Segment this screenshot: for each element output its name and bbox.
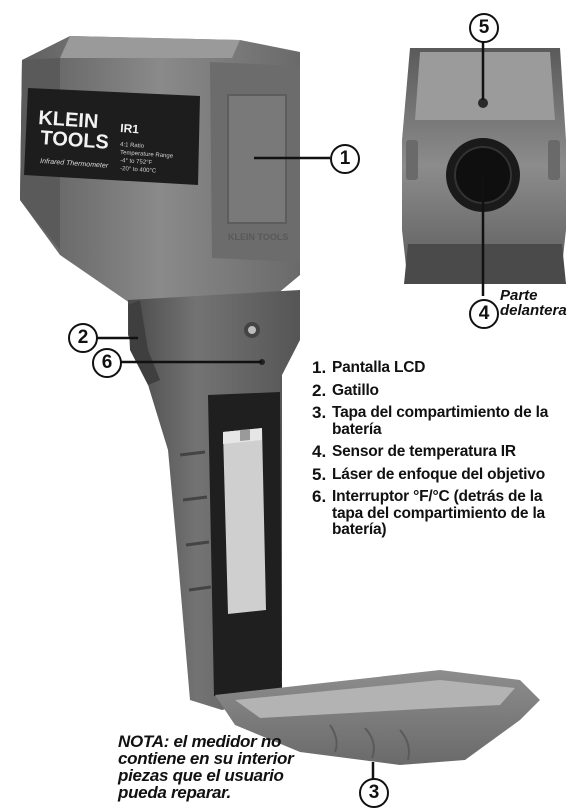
product-label <box>24 88 200 185</box>
legend-item: 2. Gatillo <box>312 380 570 400</box>
legend-number: 1. <box>312 358 327 377</box>
spec-line4: -20° to 400°C <box>120 166 157 175</box>
legend-text: Interruptor °F/°C (detrás de la tapa del… <box>332 488 545 538</box>
callout-5: 5 <box>469 13 499 43</box>
legend-text: Sensor de temperatura IR <box>332 443 516 460</box>
legend-item: 1. Pantalla LCD <box>312 358 570 377</box>
body-brand-emboss: KLEIN TOOLS <box>228 232 288 242</box>
label-subtitle: Infrared Thermometer <box>40 158 109 170</box>
leader-lines <box>96 40 485 780</box>
callout-3: 3 <box>359 778 389 808</box>
legend-item: 4. Sensor de temperatura IR <box>312 442 570 461</box>
legend-text: Gatillo <box>332 381 379 399</box>
callout-2: 2 <box>68 323 98 353</box>
legend-item: 5. Láser de enfoque del objetivo <box>312 464 570 484</box>
brand-logo-line1: KLEIN <box>38 107 99 133</box>
legend-item: 3. Tapa del compartimiento de la batería <box>312 403 570 438</box>
battery-compartment <box>208 392 282 696</box>
legend-number: 6. <box>312 487 327 506</box>
front-view-label: Parte delantera <box>500 288 567 318</box>
legend-text: Láser de enfoque del objetivo <box>332 465 545 483</box>
callout-1: 1 <box>330 144 360 174</box>
callout-4: 4 <box>469 299 499 329</box>
spec-line1: 4:1 Ratio <box>120 142 145 150</box>
battery-cover <box>215 670 540 765</box>
front-view-label-line1: Parte <box>500 287 538 304</box>
legend-number: 4. <box>312 442 327 461</box>
legend-item: 6. Interruptor °F/°C (detrás de la tapa … <box>312 487 570 539</box>
parts-legend: 1. Pantalla LCD 2. Gatillo 3. Tapa del c… <box>312 358 570 545</box>
legend-text: Pantalla LCD <box>332 359 426 376</box>
legend-number: 2. <box>312 380 327 400</box>
model-name: IR1 <box>120 121 140 136</box>
legend-number: 3. <box>312 403 327 422</box>
front-view-label-line2: delantera <box>500 302 567 319</box>
legend-text: Tapa del compartimiento de la batería <box>332 404 549 438</box>
note-text: NOTA: el medidor no contiene en su inter… <box>118 732 294 802</box>
spec-line2: Temperature Range <box>120 150 174 160</box>
callout-6: 6 <box>92 348 122 378</box>
spec-line3: -4° to 752°F <box>120 158 153 166</box>
legend-number: 5. <box>312 464 327 484</box>
brand-logo-line2: TOOLS <box>40 127 110 154</box>
